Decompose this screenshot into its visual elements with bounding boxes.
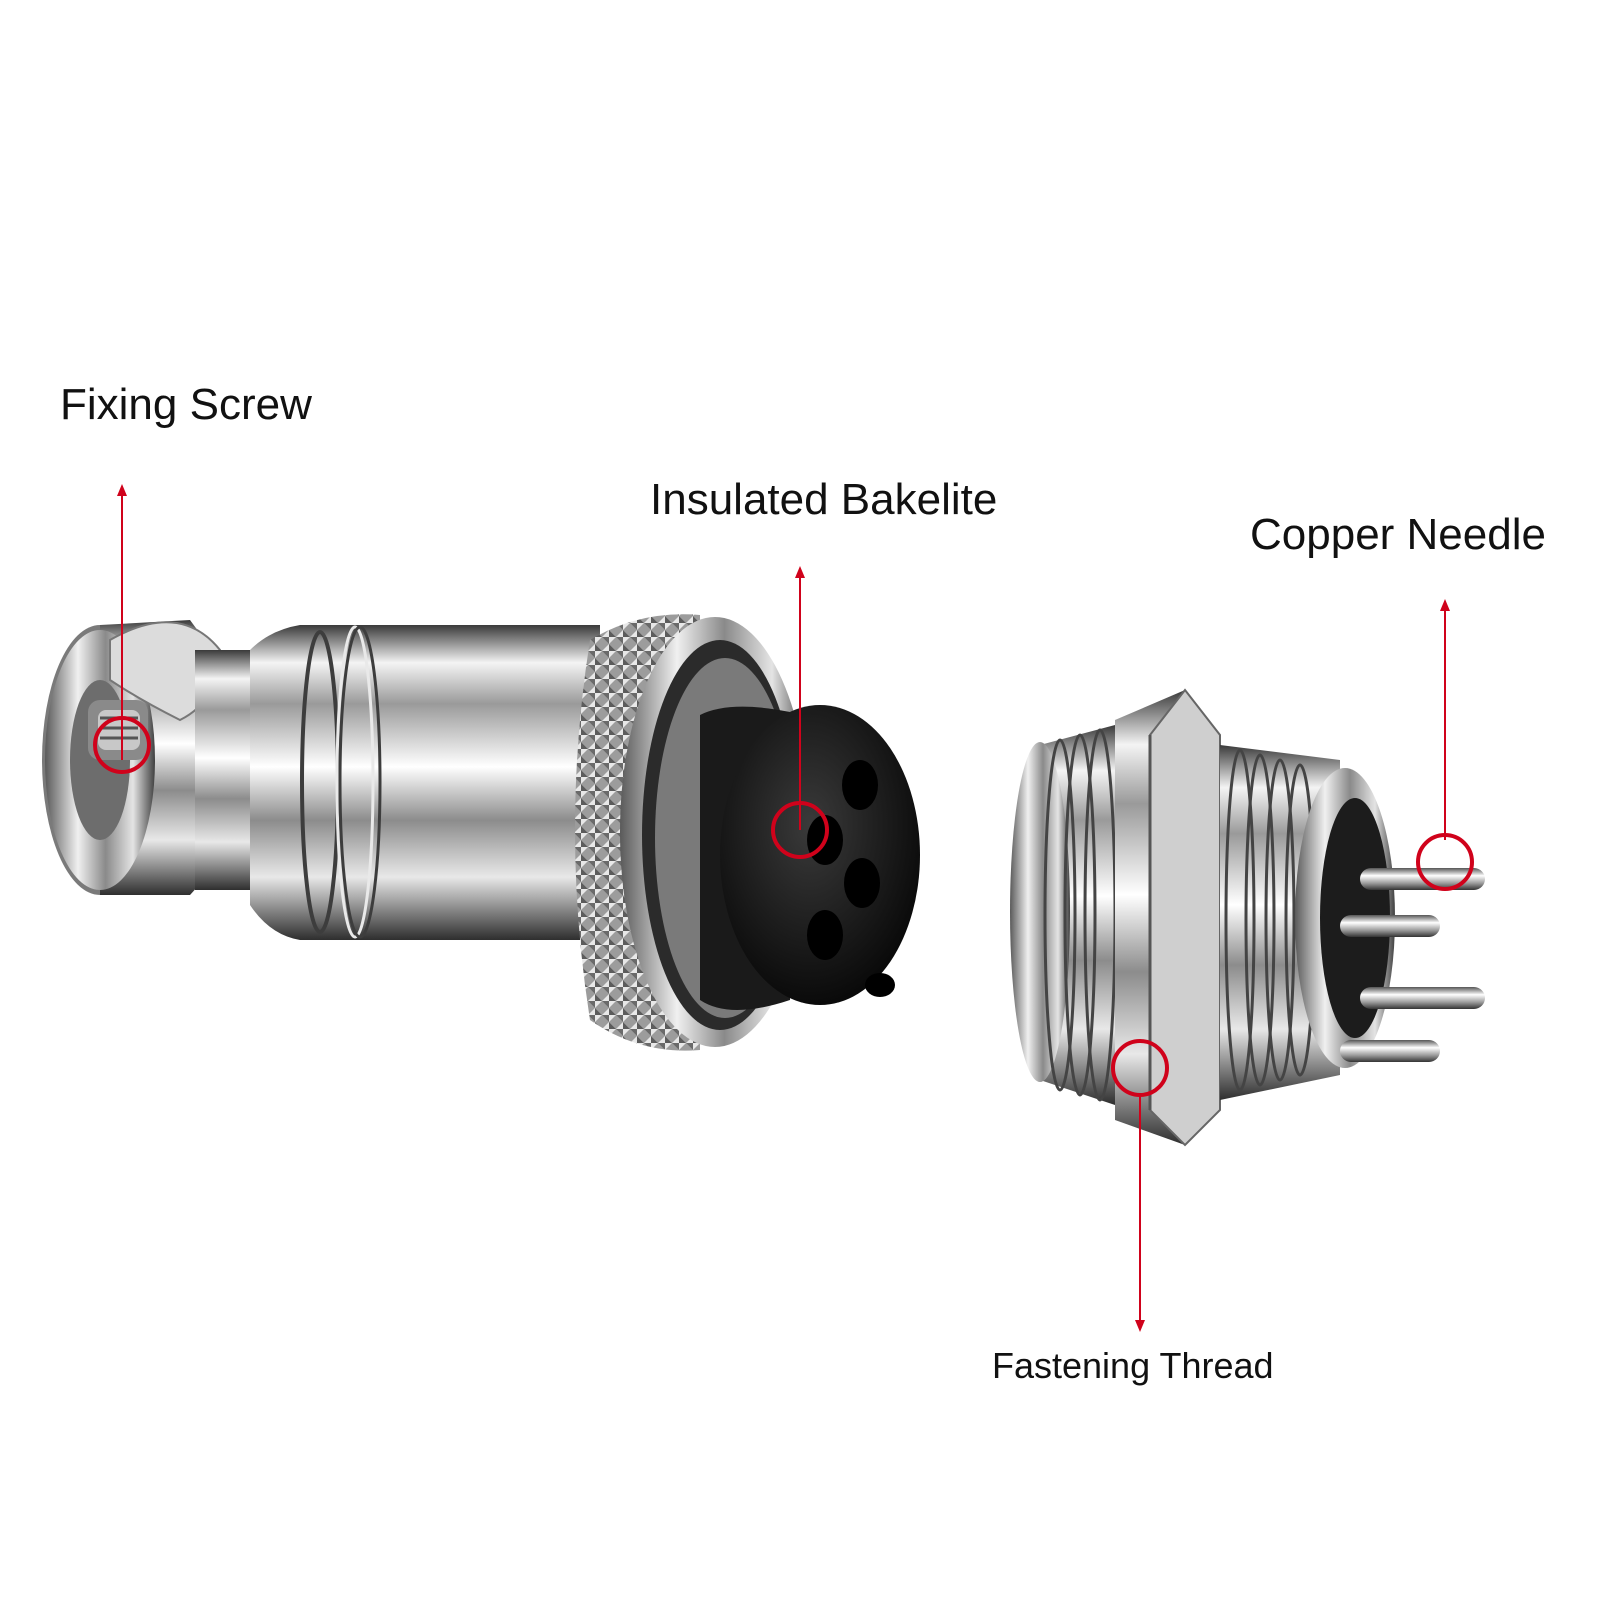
pin (1360, 987, 1485, 1009)
socket-hole (807, 910, 843, 960)
bakelite-insert (700, 705, 920, 1010)
pin (1340, 915, 1440, 937)
hex-nut (1115, 688, 1221, 1147)
callout-insulated-bakelite (771, 566, 829, 859)
label-fastening-thread: Fastening Thread (992, 1345, 1274, 1386)
callout-fixing-screw (93, 484, 151, 774)
callout-fastening-thread (1111, 1039, 1169, 1332)
plug-neck (195, 650, 255, 890)
fixing-screw (98, 710, 140, 750)
label-copper-needle: Copper Needle (1250, 510, 1546, 559)
socket-hole (842, 760, 878, 810)
callout-copper-needle (1416, 599, 1474, 891)
front-thread (1010, 725, 1117, 1105)
label-fixing-screw: Fixing Screw (60, 380, 312, 429)
plug-barrel (250, 625, 600, 940)
label-insulated-bakelite: Insulated Bakelite (650, 475, 998, 524)
pin (1340, 1040, 1440, 1062)
panel-socket (1010, 688, 1485, 1147)
plug-connector (42, 614, 920, 1051)
socket-hole (844, 858, 880, 908)
